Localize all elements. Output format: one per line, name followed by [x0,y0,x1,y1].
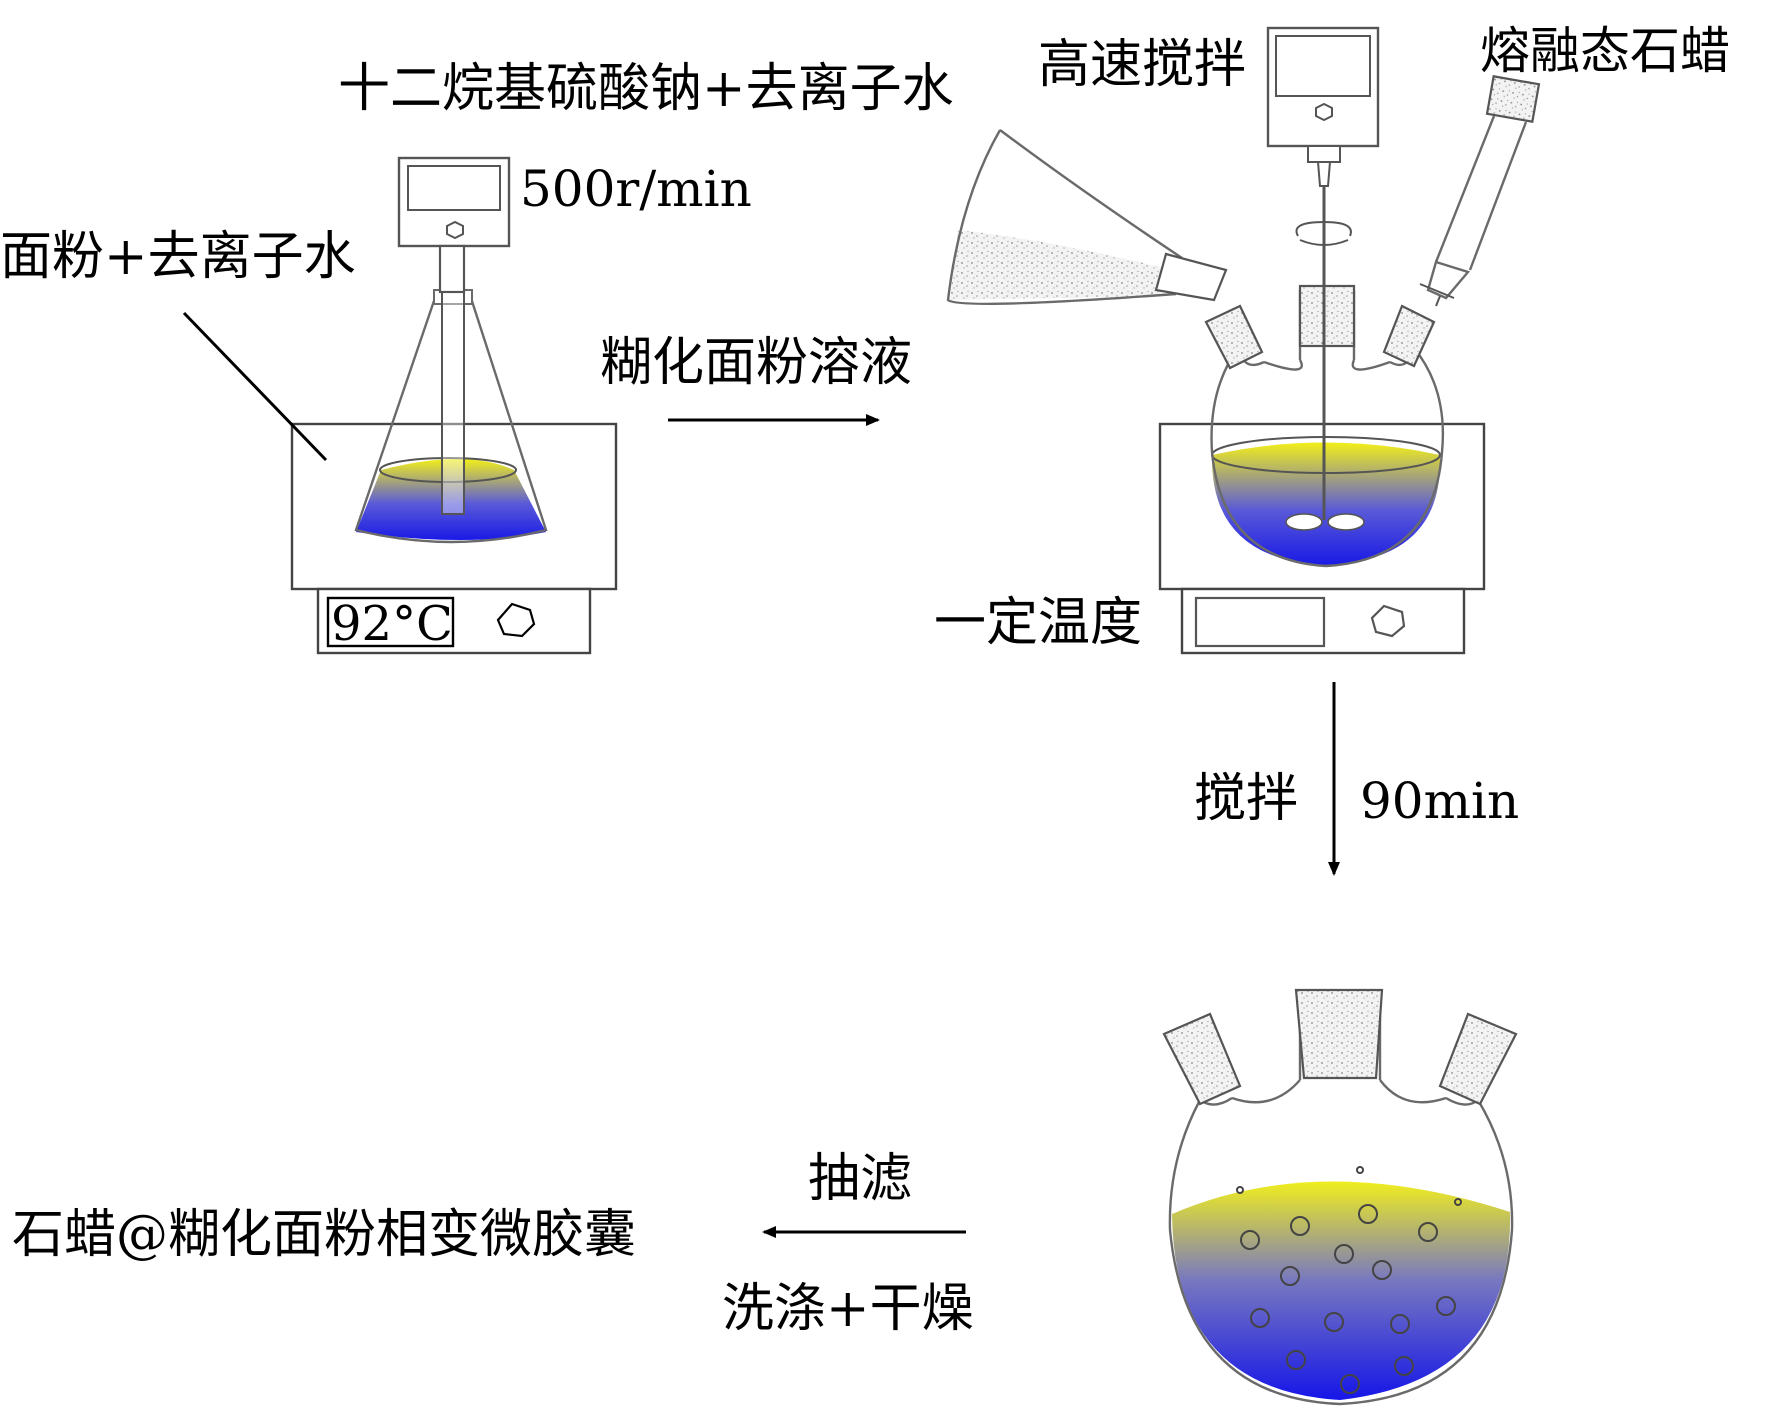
dropping-funnel [1419,75,1541,307]
label-filter: 抽滤 [808,1149,912,1209]
temp-display-2 [1194,596,1326,648]
funnel [946,129,1228,306]
label-temp: 92°C [331,596,453,652]
rotation-icon [1295,220,1352,246]
label-high-speed: 高速搅拌 [1038,35,1246,95]
label-wash-dry: 洗涤+干燥 [722,1279,974,1339]
label-product: 石蜡@糊化面粉相变微胶囊 [12,1205,636,1265]
label-stir: 搅拌 [1194,769,1298,829]
three-neck-flask [1204,170,1445,568]
stirrer-1 [397,156,511,515]
label-molten-wax: 熔融态石蜡 [1480,22,1730,80]
label-gelatinized: 糊化面粉溶液 [600,333,912,393]
label-certain-temp: 一定温度 [934,593,1142,653]
final-stopper-right [1438,1012,1518,1106]
hotplate-1 [290,422,618,655]
stopper-center [1298,284,1356,348]
final-stopper-center [1294,988,1384,1080]
erlenmeyer-flask [354,289,548,544]
label-time: 90min [1360,772,1519,830]
stirrer-2 [1266,26,1380,246]
microcapsules [1236,1166,1462,1394]
final-flask [1162,988,1518,1406]
pointer-line [182,311,328,462]
stopper-left [1204,304,1264,370]
label-speed: 500r/min [520,160,752,218]
label-flour-water: 面粉+去离子水 [0,227,356,287]
knob-1 [496,602,536,638]
final-stopper-left [1162,1012,1242,1106]
stopper-right [1382,304,1436,368]
knob-2 [1370,604,1406,638]
temp-display-1 [326,596,455,648]
label-sds-water: 十二烷基硫酸钠+去离子水 [338,59,954,119]
